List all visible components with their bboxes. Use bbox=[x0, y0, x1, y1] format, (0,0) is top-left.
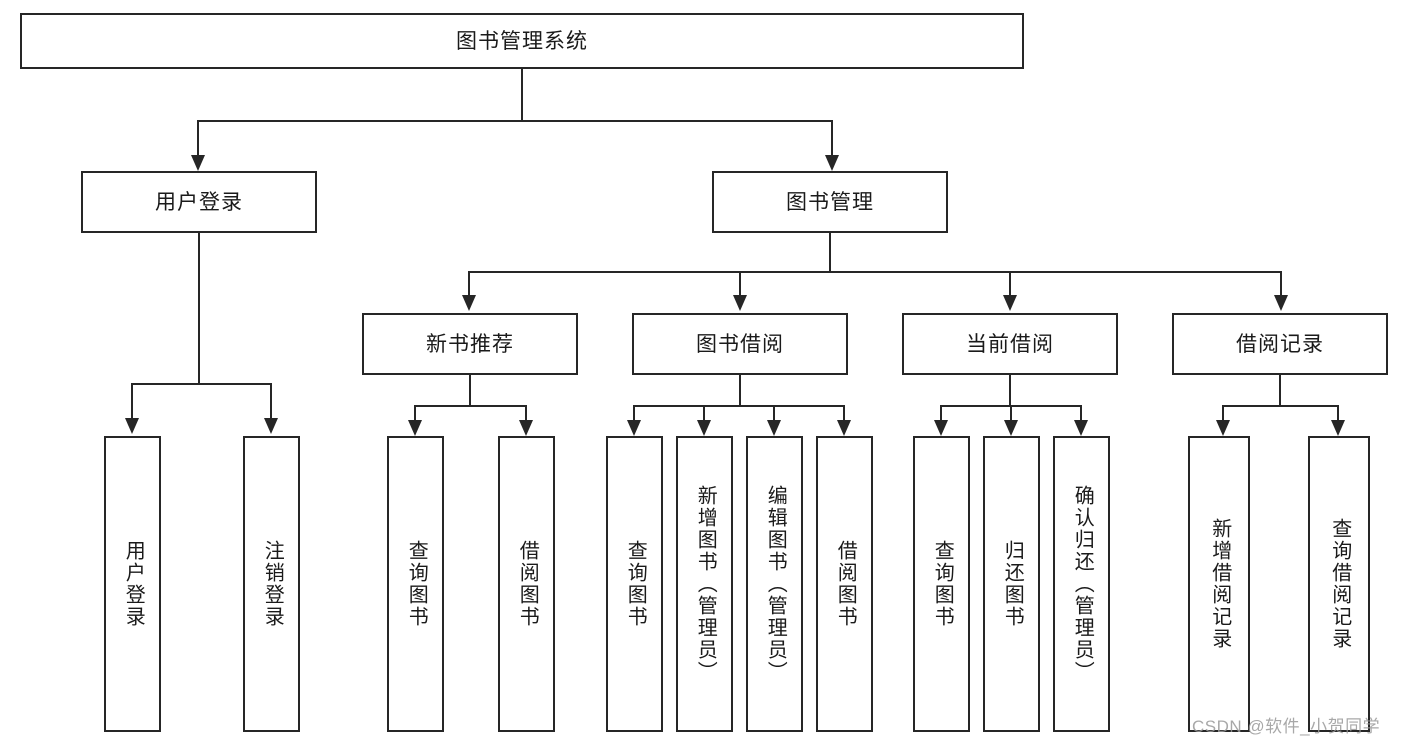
arrow-to-book-borrow bbox=[733, 295, 747, 311]
node-label: 新书推荐 bbox=[426, 332, 514, 356]
arrow-nbr-to-leaf-1 bbox=[408, 420, 422, 436]
edge-borrow-record-bus bbox=[1222, 405, 1339, 407]
edge-root-to-user-login bbox=[197, 120, 199, 157]
arrow-user-login-to-leaf-1 bbox=[125, 418, 139, 434]
edge-nbr-to-leaf-2 bbox=[525, 405, 527, 427]
arrow-bb-to-leaf-3 bbox=[767, 420, 781, 436]
node-label: 查询图书 bbox=[405, 540, 428, 628]
edge-user-login-stem bbox=[198, 233, 200, 385]
edge-book-borrow-bus bbox=[633, 405, 845, 407]
edge-user-login-bus bbox=[131, 383, 270, 385]
node-label: 用户登录 bbox=[155, 190, 243, 214]
arrow-to-new-book-recommend bbox=[462, 295, 476, 311]
node-label: 查询借阅记录 bbox=[1328, 518, 1351, 650]
node-label: 图书管理 bbox=[786, 190, 874, 214]
node-label: 查询图书 bbox=[931, 540, 954, 628]
edge-cb-to-leaf-1 bbox=[940, 405, 942, 427]
edge-to-current-borrow bbox=[1009, 271, 1011, 297]
leaf-nbr-query-book[interactable]: 查询图书 bbox=[387, 436, 444, 732]
edge-new-book-recommend-stem bbox=[469, 375, 471, 407]
leaf-bb-borrow-book[interactable]: 借阅图书 bbox=[816, 436, 873, 732]
node-label: 用户登录 bbox=[122, 540, 145, 628]
arrow-bb-to-leaf-1 bbox=[627, 420, 641, 436]
leaf-cb-confirm-return-admin[interactable]: 确认归还（管理员） bbox=[1053, 436, 1110, 732]
edge-to-book-borrow bbox=[739, 271, 741, 297]
edge-current-borrow-stem bbox=[1009, 375, 1011, 407]
node-label: 当前借阅 bbox=[966, 332, 1054, 356]
edge-user-login-to-leaf-1 bbox=[131, 383, 133, 420]
csdn-watermark: CSDN @软件_小贺同学 bbox=[1192, 717, 1381, 736]
edge-root-stem bbox=[521, 69, 523, 121]
node-book-management[interactable]: 图书管理 bbox=[712, 171, 948, 233]
arrow-bb-to-leaf-4 bbox=[837, 420, 851, 436]
arrow-bb-to-leaf-2 bbox=[697, 420, 711, 436]
arrow-nbr-to-leaf-2 bbox=[519, 420, 533, 436]
edge-bb-to-leaf-2 bbox=[703, 405, 705, 427]
node-label: 新增图书（管理员） bbox=[694, 485, 717, 683]
edge-br-to-leaf-2 bbox=[1337, 405, 1339, 427]
arrow-br-to-leaf-1 bbox=[1216, 420, 1230, 436]
node-label: 图书借阅 bbox=[696, 332, 784, 356]
edge-root-bus bbox=[197, 120, 833, 122]
edge-nbr-to-leaf-1 bbox=[414, 405, 416, 427]
leaf-cb-return-book[interactable]: 归还图书 bbox=[983, 436, 1040, 732]
edge-level3-bus bbox=[468, 271, 1282, 273]
node-borrow-record[interactable]: 借阅记录 bbox=[1172, 313, 1388, 375]
edge-user-login-to-leaf-2 bbox=[270, 383, 272, 420]
leaf-logout-login[interactable]: 注销登录 bbox=[243, 436, 300, 732]
node-label: 注销登录 bbox=[261, 540, 284, 628]
node-user-login[interactable]: 用户登录 bbox=[81, 171, 317, 233]
leaf-bb-edit-book-admin[interactable]: 编辑图书（管理员） bbox=[746, 436, 803, 732]
edge-to-new-book-recommend bbox=[468, 271, 470, 297]
node-root-system[interactable]: 图书管理系统 bbox=[20, 13, 1024, 69]
edge-bb-to-leaf-1 bbox=[633, 405, 635, 427]
edge-bb-to-leaf-4 bbox=[843, 405, 845, 427]
edge-borrow-record-stem bbox=[1279, 375, 1281, 407]
node-label: 借阅图书 bbox=[516, 540, 539, 628]
edge-br-to-leaf-1 bbox=[1222, 405, 1224, 427]
arrow-root-to-user-login bbox=[191, 155, 205, 171]
node-label: 归还图书 bbox=[1001, 540, 1024, 628]
arrow-cb-to-leaf-1 bbox=[934, 420, 948, 436]
node-label: 图书管理系统 bbox=[456, 29, 588, 53]
leaf-bb-add-book-admin[interactable]: 新增图书（管理员） bbox=[676, 436, 733, 732]
node-label: 借阅记录 bbox=[1236, 332, 1324, 356]
node-book-borrow[interactable]: 图书借阅 bbox=[632, 313, 848, 375]
node-label: 借阅图书 bbox=[834, 540, 857, 628]
arrow-to-current-borrow bbox=[1003, 295, 1017, 311]
leaf-br-query-record[interactable]: 查询借阅记录 bbox=[1308, 436, 1370, 732]
arrow-root-to-book-manage bbox=[825, 155, 839, 171]
edge-root-to-book-manage bbox=[831, 120, 833, 157]
node-label: 查询图书 bbox=[624, 540, 647, 628]
leaf-cb-query-book[interactable]: 查询图书 bbox=[913, 436, 970, 732]
edge-cb-to-leaf-2 bbox=[1010, 405, 1012, 427]
leaf-bb-query-book[interactable]: 查询图书 bbox=[606, 436, 663, 732]
edge-bb-to-leaf-3 bbox=[773, 405, 775, 427]
node-current-borrow[interactable]: 当前借阅 bbox=[902, 313, 1118, 375]
edge-book-manage-stem bbox=[829, 233, 831, 273]
leaf-br-add-record[interactable]: 新增借阅记录 bbox=[1188, 436, 1250, 732]
arrow-user-login-to-leaf-2 bbox=[264, 418, 278, 434]
node-label: 编辑图书（管理员） bbox=[764, 485, 787, 683]
arrow-cb-to-leaf-2 bbox=[1004, 420, 1018, 436]
arrow-br-to-leaf-2 bbox=[1331, 420, 1345, 436]
edge-book-borrow-stem bbox=[739, 375, 741, 407]
node-label: 确认归还（管理员） bbox=[1071, 485, 1094, 683]
arrow-cb-to-leaf-3 bbox=[1074, 420, 1088, 436]
edge-to-borrow-record bbox=[1280, 271, 1282, 297]
leaf-nbr-borrow-book[interactable]: 借阅图书 bbox=[498, 436, 555, 732]
node-label: 新增借阅记录 bbox=[1208, 518, 1231, 650]
arrow-to-borrow-record bbox=[1274, 295, 1288, 311]
edge-cb-to-leaf-3 bbox=[1080, 405, 1082, 427]
leaf-user-login[interactable]: 用户登录 bbox=[104, 436, 161, 732]
edge-new-book-recommend-bus bbox=[414, 405, 527, 407]
node-new-book-recommend[interactable]: 新书推荐 bbox=[362, 313, 578, 375]
